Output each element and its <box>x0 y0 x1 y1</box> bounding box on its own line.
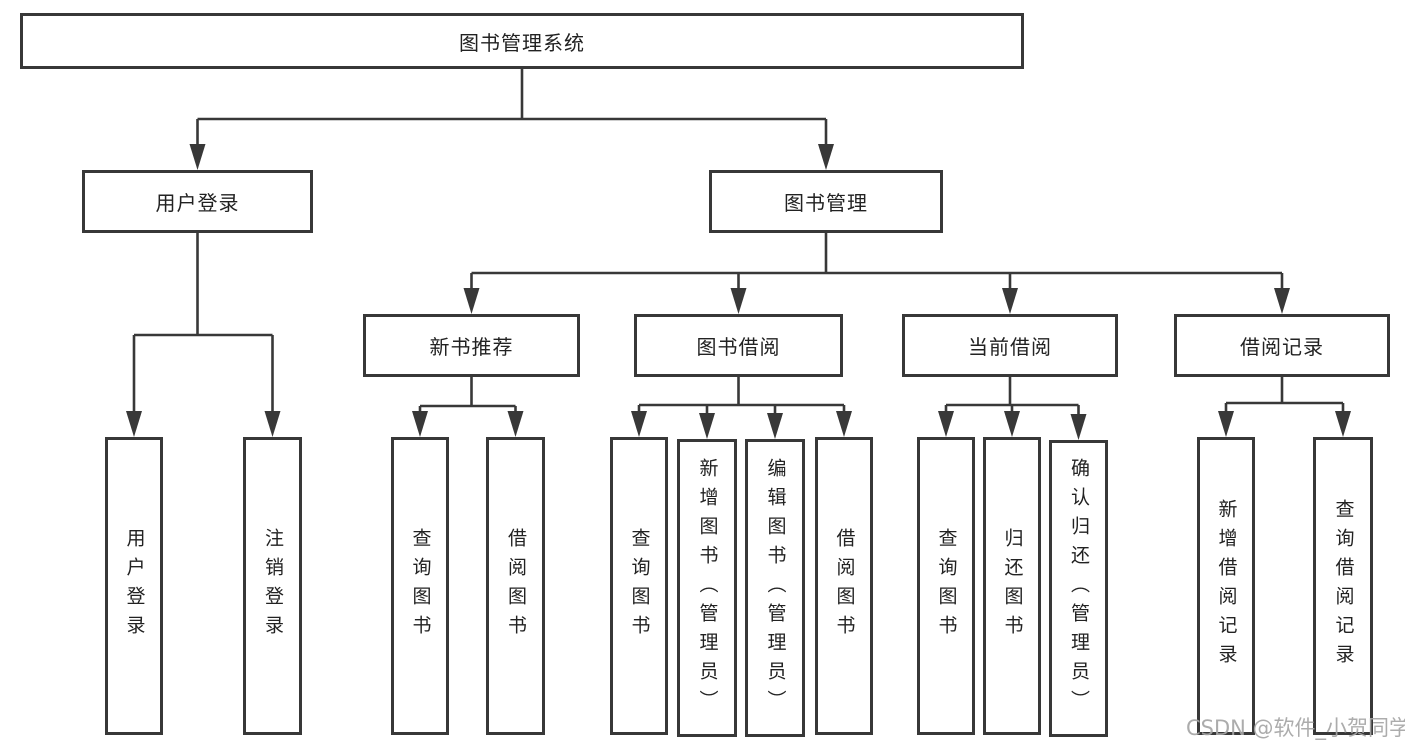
leaf-query-books-1-label: 查询图书 <box>409 528 432 644</box>
node-book-borrow: 图书借阅 <box>634 314 843 377</box>
arrowheads <box>126 144 1351 440</box>
node-book-borrow-label: 图书借阅 <box>696 335 781 359</box>
node-user-login: 用户登录 <box>82 170 313 233</box>
arrow-book-mgmt <box>818 144 834 170</box>
arrow-newbook <box>463 288 480 314</box>
arrow-borrow-c3 <box>767 413 783 439</box>
arrow-borrow-c2 <box>699 413 715 439</box>
node-current-borrow-label: 当前借阅 <box>968 335 1052 359</box>
arrow-current-c1 <box>938 411 954 437</box>
leaf-edit-books-admin-label: 编辑图书（管理员） <box>764 457 787 719</box>
node-new-book-recommend: 新书推荐 <box>363 314 580 377</box>
node-book-management-label: 图书管理 <box>784 191 868 215</box>
node-borrow-records-label: 借阅记录 <box>1240 335 1324 359</box>
node-current-borrow: 当前借阅 <box>902 314 1118 377</box>
leaf-return-books: 归还图书 <box>983 437 1041 735</box>
leaf-query-books-2: 查询图书 <box>610 437 668 735</box>
arrow-newbook-c2 <box>507 411 524 437</box>
arrow-borrow <box>730 288 747 314</box>
arrow-user-login <box>189 144 206 170</box>
csdn-watermark: CSDN @软件_小贺同学 <box>1186 716 1405 740</box>
leaf-query-books-2-label: 查询图书 <box>628 528 651 644</box>
leaf-add-books-admin-label: 新增图书（管理员） <box>696 457 719 719</box>
arrow-current-c2 <box>1004 411 1020 437</box>
node-book-management: 图书管理 <box>709 170 943 233</box>
leaf-edit-books-admin: 编辑图书（管理员） <box>745 439 805 737</box>
leaf-add-borrow-record-label: 新增借阅记录 <box>1215 499 1238 673</box>
arrow-records <box>1274 288 1290 314</box>
leaf-user-login-label: 用户登录 <box>123 528 146 644</box>
arrow-leaf-login <box>126 411 142 437</box>
leaf-add-books-admin: 新增图书（管理员） <box>677 439 737 737</box>
leaf-query-borrow-record-label: 查询借阅记录 <box>1332 499 1355 673</box>
leaf-query-books-3: 查询图书 <box>917 437 975 735</box>
arrow-leaf-logout <box>264 411 281 437</box>
node-root: 图书管理系统 <box>20 13 1024 69</box>
node-root-label: 图书管理系统 <box>459 30 585 55</box>
leaf-confirm-return-admin-label: 确认归还（管理员） <box>1068 458 1090 719</box>
arrow-records-c1 <box>1218 411 1234 437</box>
arrow-newbook-c1 <box>412 411 428 437</box>
leaf-query-books-3-label: 查询图书 <box>935 528 958 644</box>
leaf-user-login: 用户登录 <box>105 437 163 735</box>
arrow-borrow-c4 <box>836 411 852 437</box>
arrow-borrow-c1 <box>631 411 647 437</box>
arrow-current <box>1002 288 1018 314</box>
leaf-query-borrow-record: 查询借阅记录 <box>1313 437 1373 735</box>
leaf-borrow-books-2: 借阅图书 <box>815 437 873 735</box>
edge-lines <box>132 69 1345 415</box>
leaf-logout-label: 注销登录 <box>262 528 284 644</box>
arrow-current-c3 <box>1070 414 1087 440</box>
leaf-logout: 注销登录 <box>243 437 302 735</box>
leaf-borrow-books-2-label: 借阅图书 <box>833 528 856 644</box>
leaf-return-books-label: 归还图书 <box>1001 528 1024 644</box>
leaf-add-borrow-record: 新增借阅记录 <box>1197 437 1255 735</box>
leaf-query-books-1: 查询图书 <box>391 437 449 735</box>
arrow-records-c2 <box>1335 411 1351 437</box>
leaf-borrow-books-1-label: 借阅图书 <box>505 528 527 644</box>
node-new-book-recommend-label: 新书推荐 <box>429 335 514 359</box>
leaf-borrow-books-1: 借阅图书 <box>486 437 545 735</box>
node-user-login-label: 用户登录 <box>155 191 240 215</box>
leaf-confirm-return-admin: 确认归还（管理员） <box>1049 440 1108 737</box>
node-borrow-records: 借阅记录 <box>1174 314 1390 377</box>
